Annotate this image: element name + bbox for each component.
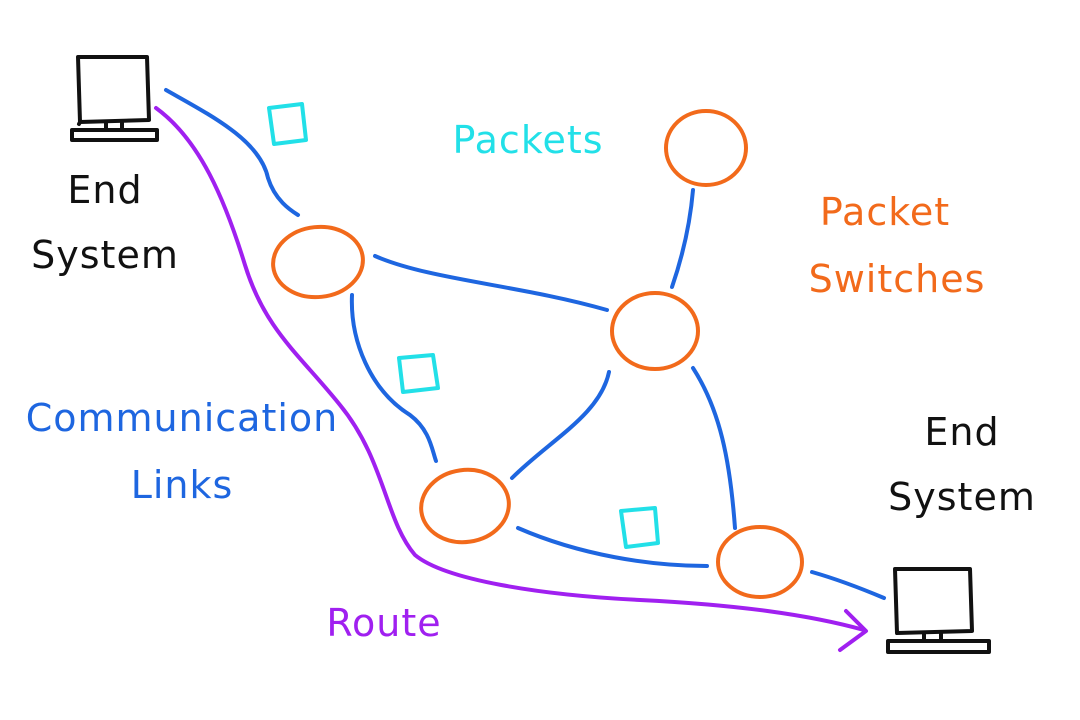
route-path — [154, 106, 866, 632]
packet-switch-e — [716, 525, 804, 599]
route — [154, 106, 868, 652]
link-endsystem-left-to-switch-a — [164, 88, 300, 217]
end-system-right-icon — [886, 567, 991, 654]
packet-switch-a — [271, 224, 365, 300]
link-switch-d-to-switch-c — [510, 370, 611, 480]
packet-switch-c — [419, 467, 511, 545]
packet-switches-label-line1: Packet — [819, 190, 951, 234]
packet-square-3 — [619, 506, 660, 549]
communication-links-label-line1: Communication — [25, 396, 339, 440]
packet-square-2 — [397, 353, 440, 394]
packet-switches-label-line2: Switches — [808, 257, 986, 301]
packet-square-1 — [267, 102, 308, 146]
packets-label: Packets — [452, 118, 604, 162]
link-switch-b-to-switch-d — [670, 188, 695, 289]
link-switch-d-to-switch-e — [691, 366, 737, 530]
end-system-left-label-line1: End — [67, 168, 143, 212]
packet-switches — [271, 109, 804, 599]
link-switch-c-to-switch-e — [516, 526, 709, 568]
end-system-left-icon — [70, 55, 159, 142]
packet-switch-d — [610, 291, 700, 371]
route-label: Route — [326, 601, 442, 645]
end-system-left-label-line2: System — [31, 233, 179, 277]
end-system-right-label-line2: System — [888, 475, 1036, 519]
link-switch-a-to-switch-c — [349, 293, 438, 463]
packets — [267, 102, 660, 549]
packet-switch-b — [664, 109, 748, 187]
communication-links — [164, 88, 886, 600]
route-arrowhead — [838, 609, 868, 652]
end-system-right-label-line1: End — [924, 410, 1000, 454]
communication-links-label-line2: Links — [130, 463, 234, 507]
link-switch-a-to-switch-d — [373, 254, 609, 312]
link-switch-e-to-endsystem-right — [810, 570, 886, 600]
